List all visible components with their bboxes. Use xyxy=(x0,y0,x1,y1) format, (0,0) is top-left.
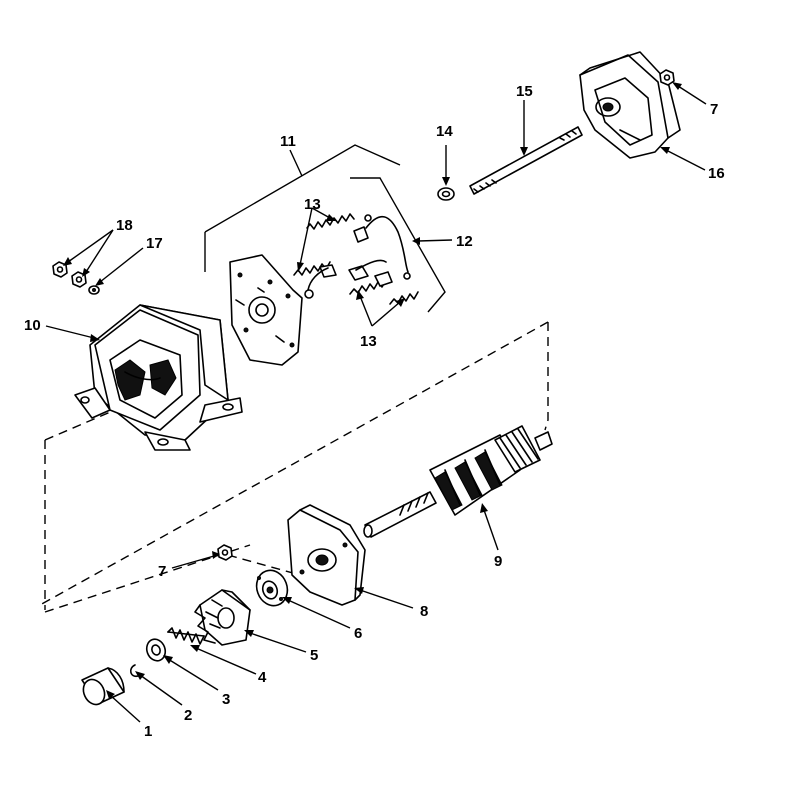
callout-13-top: 13 xyxy=(304,196,321,213)
part-bearing xyxy=(255,569,289,607)
callout-7-top: 7 xyxy=(710,101,718,118)
callout-4: 4 xyxy=(258,669,267,686)
part-armature xyxy=(363,425,553,538)
part-nut-top xyxy=(659,69,675,86)
callout-14: 14 xyxy=(436,123,453,140)
callout-16: 16 xyxy=(708,165,725,182)
part-field-frame-housing xyxy=(74,304,243,451)
part-brushes-springs xyxy=(293,213,419,305)
callout-13-bottom: 13 xyxy=(360,333,377,350)
callout-11: 11 xyxy=(280,133,296,150)
brush-group-brackets xyxy=(204,144,446,313)
part-drive-end-head xyxy=(287,504,366,606)
callout-18: 18 xyxy=(116,217,133,234)
part-brush-plate xyxy=(229,254,303,366)
part-through-bolt xyxy=(469,126,583,195)
part-nuts-washer xyxy=(52,261,100,295)
part-retaining-ring xyxy=(129,664,139,678)
callout-7-bottom: 7 xyxy=(158,563,166,580)
callout-1: 1 xyxy=(144,723,152,740)
callout-10: 10 xyxy=(24,317,41,334)
part-drive-pinion xyxy=(194,589,251,646)
part-spring xyxy=(167,627,205,645)
part-nut-bottom xyxy=(217,544,233,561)
callout-2: 2 xyxy=(184,707,192,724)
callout-15: 15 xyxy=(516,83,533,100)
callout-3: 3 xyxy=(222,691,230,708)
callout-6: 6 xyxy=(354,625,362,642)
callout-8: 8 xyxy=(420,603,428,620)
leader-lines xyxy=(45,82,707,723)
callout-labels: 1 2 3 4 5 6 7 7 8 9 10 11 12 13 13 14 15… xyxy=(24,83,725,740)
callout-5: 5 xyxy=(310,647,318,664)
part-cup xyxy=(145,638,167,662)
callout-17: 17 xyxy=(146,235,163,252)
part-commutator-end-head xyxy=(579,51,681,159)
callout-12: 12 xyxy=(456,233,473,250)
part-washer xyxy=(437,187,455,201)
callout-9: 9 xyxy=(494,553,502,570)
